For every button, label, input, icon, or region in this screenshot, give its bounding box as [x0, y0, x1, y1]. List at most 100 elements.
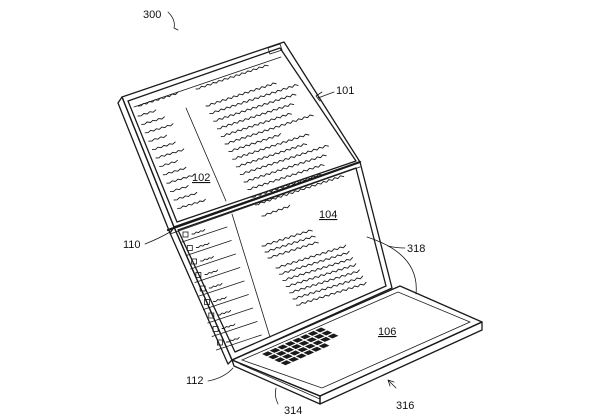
document-text-row — [285, 263, 357, 288]
key — [298, 340, 310, 346]
sidebar-text-row — [137, 109, 157, 117]
upper-panel-text-content — [137, 64, 345, 209]
base-lip-line — [239, 363, 321, 400]
key — [291, 344, 302, 350]
sidebar-text-row — [141, 116, 165, 125]
key — [288, 356, 299, 362]
key — [275, 350, 287, 356]
leader-101 — [317, 91, 335, 99]
sidebar-text-row — [162, 166, 187, 176]
keyboard-base — [231, 285, 483, 405]
checkbox-icon — [191, 258, 198, 265]
list-item-text — [213, 296, 227, 302]
lower-panel-list-items — [181, 226, 262, 351]
sidebar-text-row — [169, 185, 189, 193]
document-text-row — [239, 144, 329, 175]
label-112: 112 — [186, 375, 204, 387]
key — [307, 330, 319, 336]
leader-110 — [144, 231, 171, 245]
sidebar-text-row — [144, 123, 174, 134]
key — [306, 337, 317, 343]
key — [311, 346, 322, 352]
figure-number-arrow — [167, 11, 179, 31]
label-101: 101 — [336, 85, 354, 97]
list-item-text — [204, 269, 219, 275]
key — [320, 336, 331, 342]
sidebar-text-row — [177, 198, 206, 209]
document-text-row — [243, 154, 327, 183]
sidebar-text-row — [148, 134, 168, 142]
document-text-row — [220, 112, 292, 137]
key — [318, 343, 330, 349]
upper-screen-panel — [117, 41, 361, 234]
base-side-face — [319, 321, 483, 405]
toolbar-text — [137, 91, 179, 107]
key — [274, 357, 286, 363]
upper-panel-sidebar-divider — [185, 107, 227, 202]
key — [289, 350, 301, 356]
key — [295, 353, 307, 359]
document-text-row — [289, 269, 360, 294]
label-102: 102 — [192, 172, 210, 184]
key — [321, 330, 333, 336]
list-row-divider — [215, 334, 262, 351]
key — [304, 343, 316, 349]
document-text-row — [278, 250, 350, 275]
upper-panel-left-edge — [117, 96, 175, 234]
document-text-row — [213, 93, 297, 122]
list-item-text — [200, 255, 214, 262]
document-text-row — [232, 133, 310, 160]
upper-panel-toolbar-line — [133, 56, 282, 108]
list-row-divider — [190, 253, 237, 270]
label-110: 110 — [123, 239, 141, 251]
key — [292, 337, 304, 343]
document-text-row — [205, 82, 277, 107]
leader-314 — [274, 387, 279, 405]
label-314: 314 — [284, 405, 302, 417]
leader-316 — [387, 379, 397, 389]
checkbox-icon — [186, 245, 193, 251]
list-row-divider — [207, 307, 254, 324]
leader-112 — [207, 367, 234, 382]
checkbox-icon — [216, 339, 223, 346]
key — [283, 347, 295, 353]
lower-panel-list-divider — [231, 213, 271, 338]
checkbox-icon — [182, 231, 189, 238]
key — [262, 351, 273, 357]
list-row-divider — [194, 267, 241, 283]
checkbox-icon — [208, 312, 215, 319]
figure-number-label: 300 — [143, 9, 161, 21]
list-row-divider — [181, 226, 228, 243]
key — [282, 353, 293, 359]
fold-seam — [166, 160, 362, 235]
checkbox-icon — [204, 299, 210, 305]
base-inner-edge — [240, 291, 472, 389]
key — [284, 341, 296, 347]
document-text-row — [292, 275, 364, 300]
lower-panel-bezel — [177, 167, 387, 353]
arrowhead-101 — [315, 91, 323, 102]
fold-seam-shadow — [169, 166, 361, 235]
label-318: 318 — [407, 243, 425, 255]
document-text-row — [228, 133, 281, 153]
list-row-divider — [185, 240, 232, 256]
document-text-row — [254, 175, 345, 206]
label-316: 316 — [396, 400, 414, 412]
window-control-icon — [267, 43, 283, 55]
key — [268, 354, 279, 360]
document-text-row — [275, 244, 347, 269]
key — [297, 347, 308, 353]
sidebar-text-row — [166, 173, 196, 184]
hinge-angle-arc — [366, 236, 417, 295]
checkbox-icon — [199, 285, 206, 292]
key — [312, 340, 324, 346]
list-item-text — [191, 228, 206, 235]
document-text-row — [224, 114, 314, 145]
document-text-row — [264, 235, 316, 253]
label-106: 106 — [378, 326, 396, 338]
key — [327, 333, 339, 339]
key — [277, 344, 288, 350]
document-text-row — [216, 103, 295, 130]
